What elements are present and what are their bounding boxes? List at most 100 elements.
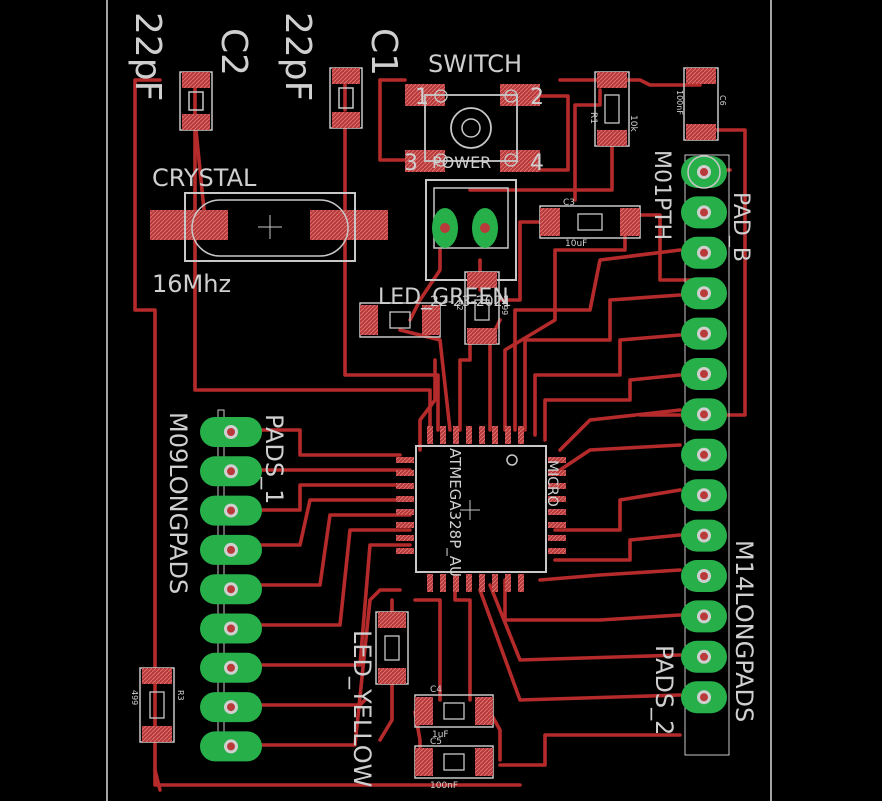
mcu-pad-bottom-1 [427,574,433,592]
header-left-pin-2[interactable] [200,456,262,487]
capacitor-c2[interactable] [179,71,213,131]
label-crystal: CRYSTAL [152,164,257,192]
capacitor-c1[interactable] [329,67,363,129]
label-r1-value: 10k [628,115,638,132]
header-right-pin-6[interactable] [681,358,727,390]
header-right-m14[interactable] [681,154,730,756]
mcu-pad-top-8 [518,426,524,444]
mcu-pad-top-5 [479,426,485,444]
header-right-pin-4[interactable] [681,277,727,310]
label-r3-value: 499 [130,690,139,705]
label-switch: SWITCH [428,50,522,78]
crystal-16mhz[interactable] [150,192,388,262]
led-green-smd[interactable] [359,302,441,338]
microcontroller-atmega328p[interactable] [396,426,566,592]
mcu-pad-right-7 [548,535,566,541]
capacitor-c5[interactable] [414,745,494,779]
mcu-pad-bottom-5 [479,574,485,592]
label-atmega: ATMEGA328P_AU [445,448,464,577]
mcu-pad-right-2 [548,470,566,476]
header-right-pin-3[interactable] [681,236,727,269]
mcu-pad-bottom-2 [440,574,446,592]
mcu-pad-top-7 [505,426,511,444]
label-r2: R2 [455,300,464,311]
mcu-pad-right-8 [548,548,566,554]
header-left-pin-6[interactable] [200,613,262,644]
mcu-pad-right-6 [548,522,566,528]
label-sw-pin1: 1 [415,85,429,110]
led-green[interactable] [425,179,517,281]
label-pad-b: PAD_B [728,192,753,262]
mcu-pad-left-5 [396,509,414,515]
led-yellow[interactable] [375,611,409,685]
mcu-pad-top-3 [453,426,459,444]
mcu-pad-top-4 [466,426,472,444]
mcu-pad-bottom-3 [453,574,459,592]
header-right-pin-8[interactable] [681,438,727,471]
capacitor-c4[interactable] [414,694,494,728]
mcu-pad-left-3 [396,483,414,489]
label-led-green: LED_GREEN [378,285,509,310]
label-r1: R1 [588,112,598,124]
power-switch[interactable] [405,84,540,172]
header-left-pin-7[interactable] [200,652,262,683]
mcu-pad-right-3 [548,483,566,489]
header-left-pin-3[interactable] [200,495,262,526]
label-sw-pin3: 3 [404,151,418,176]
header-right-pin-1[interactable] [681,155,727,189]
header-right-pin-7[interactable] [681,398,727,431]
mcu-pad-right-4 [548,496,566,502]
label-c4-value: 1uF [432,730,449,740]
mcu-pad-top-2 [440,426,446,444]
header-left-pin-5[interactable] [200,574,262,605]
header-right-pin-5[interactable] [681,317,727,350]
label-sw-pin4: 4 [530,151,544,176]
mcu-pad-top-6 [492,426,498,444]
label-c6-value: 100nF [675,90,684,115]
label-c5-value: 100nF [430,781,458,791]
label-pads-1: PADS_1 [260,414,288,504]
header-left-m09[interactable] [200,409,262,762]
label-m09longpads: M09LONGPADS [164,412,192,594]
label-c5: C5 [430,737,442,747]
label-pads-2: PADS_2 [650,645,678,735]
header-left-pin-8[interactable] [200,692,262,723]
capacitor-c3[interactable] [539,205,641,239]
label-micro: MICRO [544,460,560,507]
header-right-pin-10[interactable] [681,519,727,552]
label-c1: C1 [363,28,404,76]
header-right-pin-9[interactable] [681,479,727,512]
mcu-pad-left-1 [396,457,414,463]
header-left-pin-4[interactable] [200,534,262,565]
mcu-pad-left-4 [396,496,414,502]
header-right-pin-11[interactable] [681,560,727,592]
mcu-pad-top-1 [427,426,433,444]
label-c4: C4 [430,685,442,695]
label-m14longpads: M14LONGPADS [730,540,758,722]
header-left-pin-1[interactable] [200,417,262,447]
label-c3: C3 [563,198,575,208]
mcu-pad-left-2 [396,470,414,476]
header-left-pin-9[interactable] [200,731,262,762]
label-sw-pin2: 2 [530,85,544,110]
label-sw-power: POWER [432,153,491,172]
mcu-pad-left-7 [396,535,414,541]
mcu-pad-bottom-7 [505,574,511,592]
label-r2-value: 499 [500,300,509,315]
mcu-pad-right-5 [548,509,566,515]
capacitor-c6[interactable] [683,67,719,141]
resistor-r1[interactable] [594,71,630,147]
mcu-pad-left-6 [396,522,414,528]
label-led-green-part: 22-23-2021 [430,294,511,310]
mcu-pad-bottom-8 [518,574,524,592]
header-right-pin-14[interactable] [681,681,727,714]
resistor-r2[interactable] [464,271,500,345]
label-r3: R3 [176,690,185,701]
header-right-pin-12[interactable] [681,600,727,633]
label-crystal-value: 16Mhz [152,270,231,298]
resistor-r3[interactable] [139,667,175,743]
header-right-pin-2[interactable] [681,196,727,229]
header-right-pin-13[interactable] [681,640,727,673]
label-c1-value: 22pF [277,12,318,101]
